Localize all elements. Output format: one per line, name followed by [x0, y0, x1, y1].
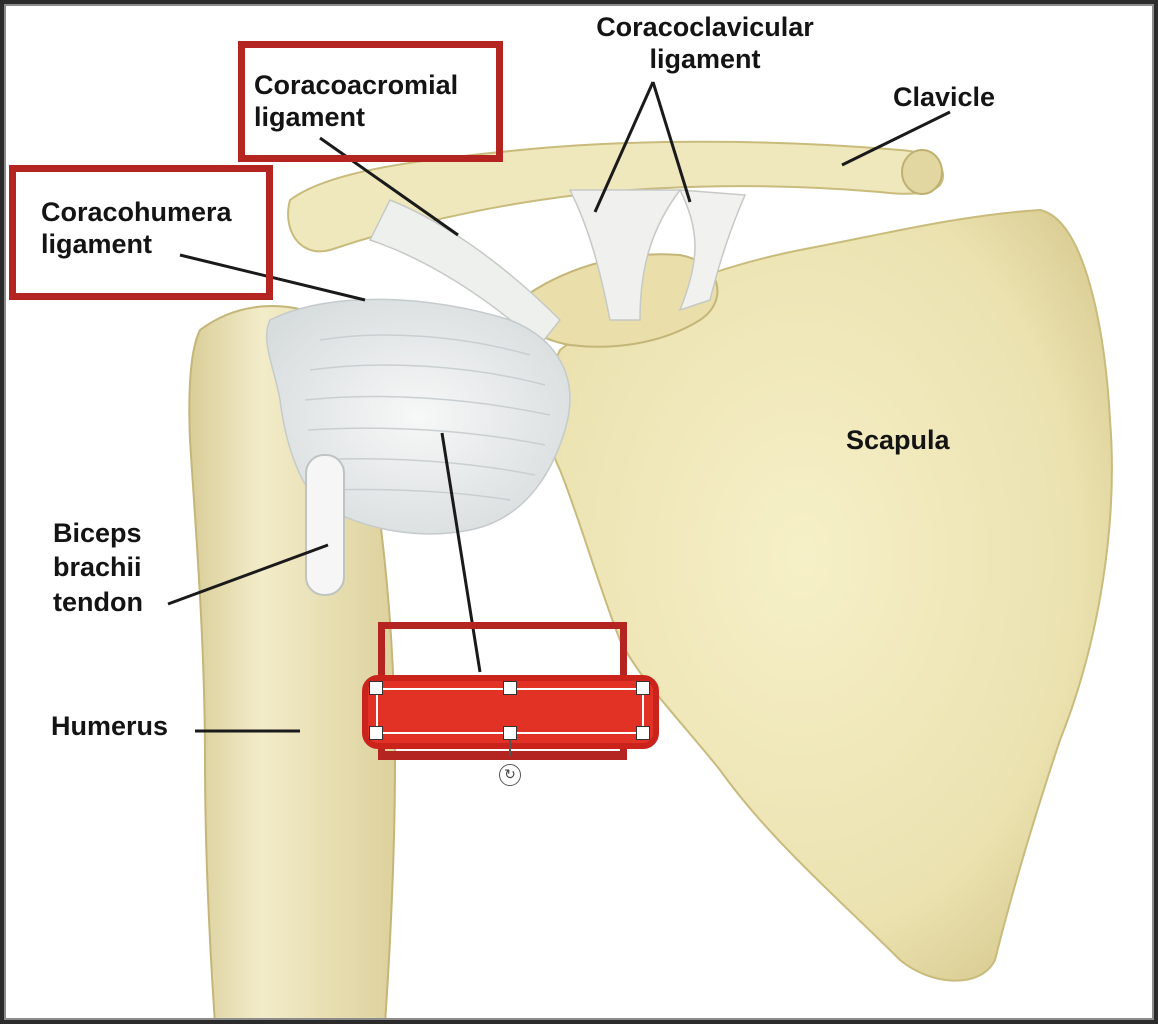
biceps-tendon	[305, 454, 345, 596]
label-coracohumeral: Coracohumera ligament	[41, 197, 232, 259]
resize-handle-top-right[interactable]	[636, 681, 650, 695]
resize-handle-bottom-right[interactable]	[636, 726, 650, 740]
rotate-stem	[509, 740, 511, 756]
label-biceps: Biceps brachii tendon	[53, 518, 143, 617]
resize-handle-bottom[interactable]	[503, 726, 517, 740]
label-coracoclavicular: Coracoclavicular ligament	[596, 12, 814, 74]
resize-handle-bottom-left[interactable]	[369, 726, 383, 740]
highlight-box-coracohumeral[interactable]	[9, 165, 273, 300]
scapula-bone	[545, 208, 1113, 982]
label-humerus: Humerus	[51, 711, 169, 741]
resize-handle-top-left[interactable]	[369, 681, 383, 695]
resize-handle-top[interactable]	[503, 681, 517, 695]
label-coracoacromial: Coracoacromial ligament	[254, 70, 459, 132]
rotate-icon[interactable]: ↻	[499, 764, 521, 786]
highlight-box-coracoacromial[interactable]	[238, 41, 503, 162]
label-scapula: Scapula	[846, 425, 950, 455]
label-clavicle: Clavicle	[893, 82, 996, 112]
